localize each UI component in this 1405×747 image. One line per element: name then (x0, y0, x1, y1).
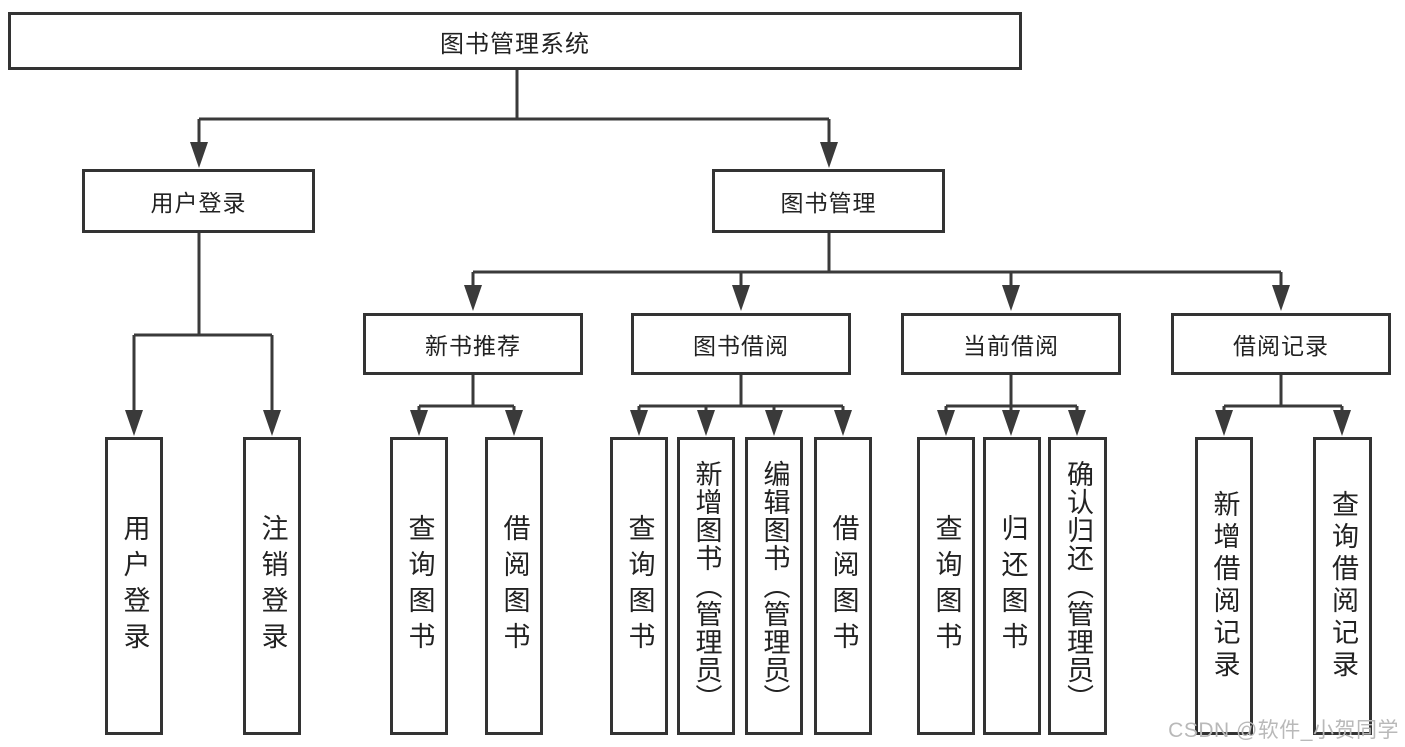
leaf-borrow-book: 借阅图书 (814, 437, 872, 735)
leaf-edit-book-admin: 编辑图书（管理员） (745, 437, 803, 735)
csdn-watermark: CSDN @软件_小贺同学 (1168, 719, 1399, 742)
leaf-borrow-book-recommend: 借阅图书 (485, 437, 543, 735)
leaf-add-borrow-record: 新增借阅记录 (1195, 437, 1253, 735)
node-new-book-recommend: 新书推荐 (363, 313, 583, 375)
node-book-borrow: 图书借阅 (631, 313, 851, 375)
leaf-query-borrow-record: 查询借阅记录 (1313, 437, 1372, 735)
leaf-add-book-admin: 新增图书（管理员） (677, 437, 735, 735)
leaf-logout: 注销登录 (243, 437, 301, 735)
node-book-management: 图书管理 (712, 169, 945, 233)
leaf-user-login: 用户登录 (105, 437, 163, 735)
leaf-confirm-return-admin: 确认归还（管理员） (1048, 437, 1107, 735)
node-library-management-system: 图书管理系统 (8, 12, 1022, 70)
arrowheads (125, 142, 1351, 436)
leaf-query-book-recommend: 查询图书 (390, 437, 448, 735)
leaf-return-book: 归还图书 (983, 437, 1041, 735)
node-borrow-record: 借阅记录 (1171, 313, 1391, 375)
node-current-borrow: 当前借阅 (901, 313, 1121, 375)
leaf-query-book-current: 查询图书 (917, 437, 975, 735)
node-user-login: 用户登录 (82, 169, 315, 233)
leaf-query-book-borrow: 查询图书 (610, 437, 668, 735)
